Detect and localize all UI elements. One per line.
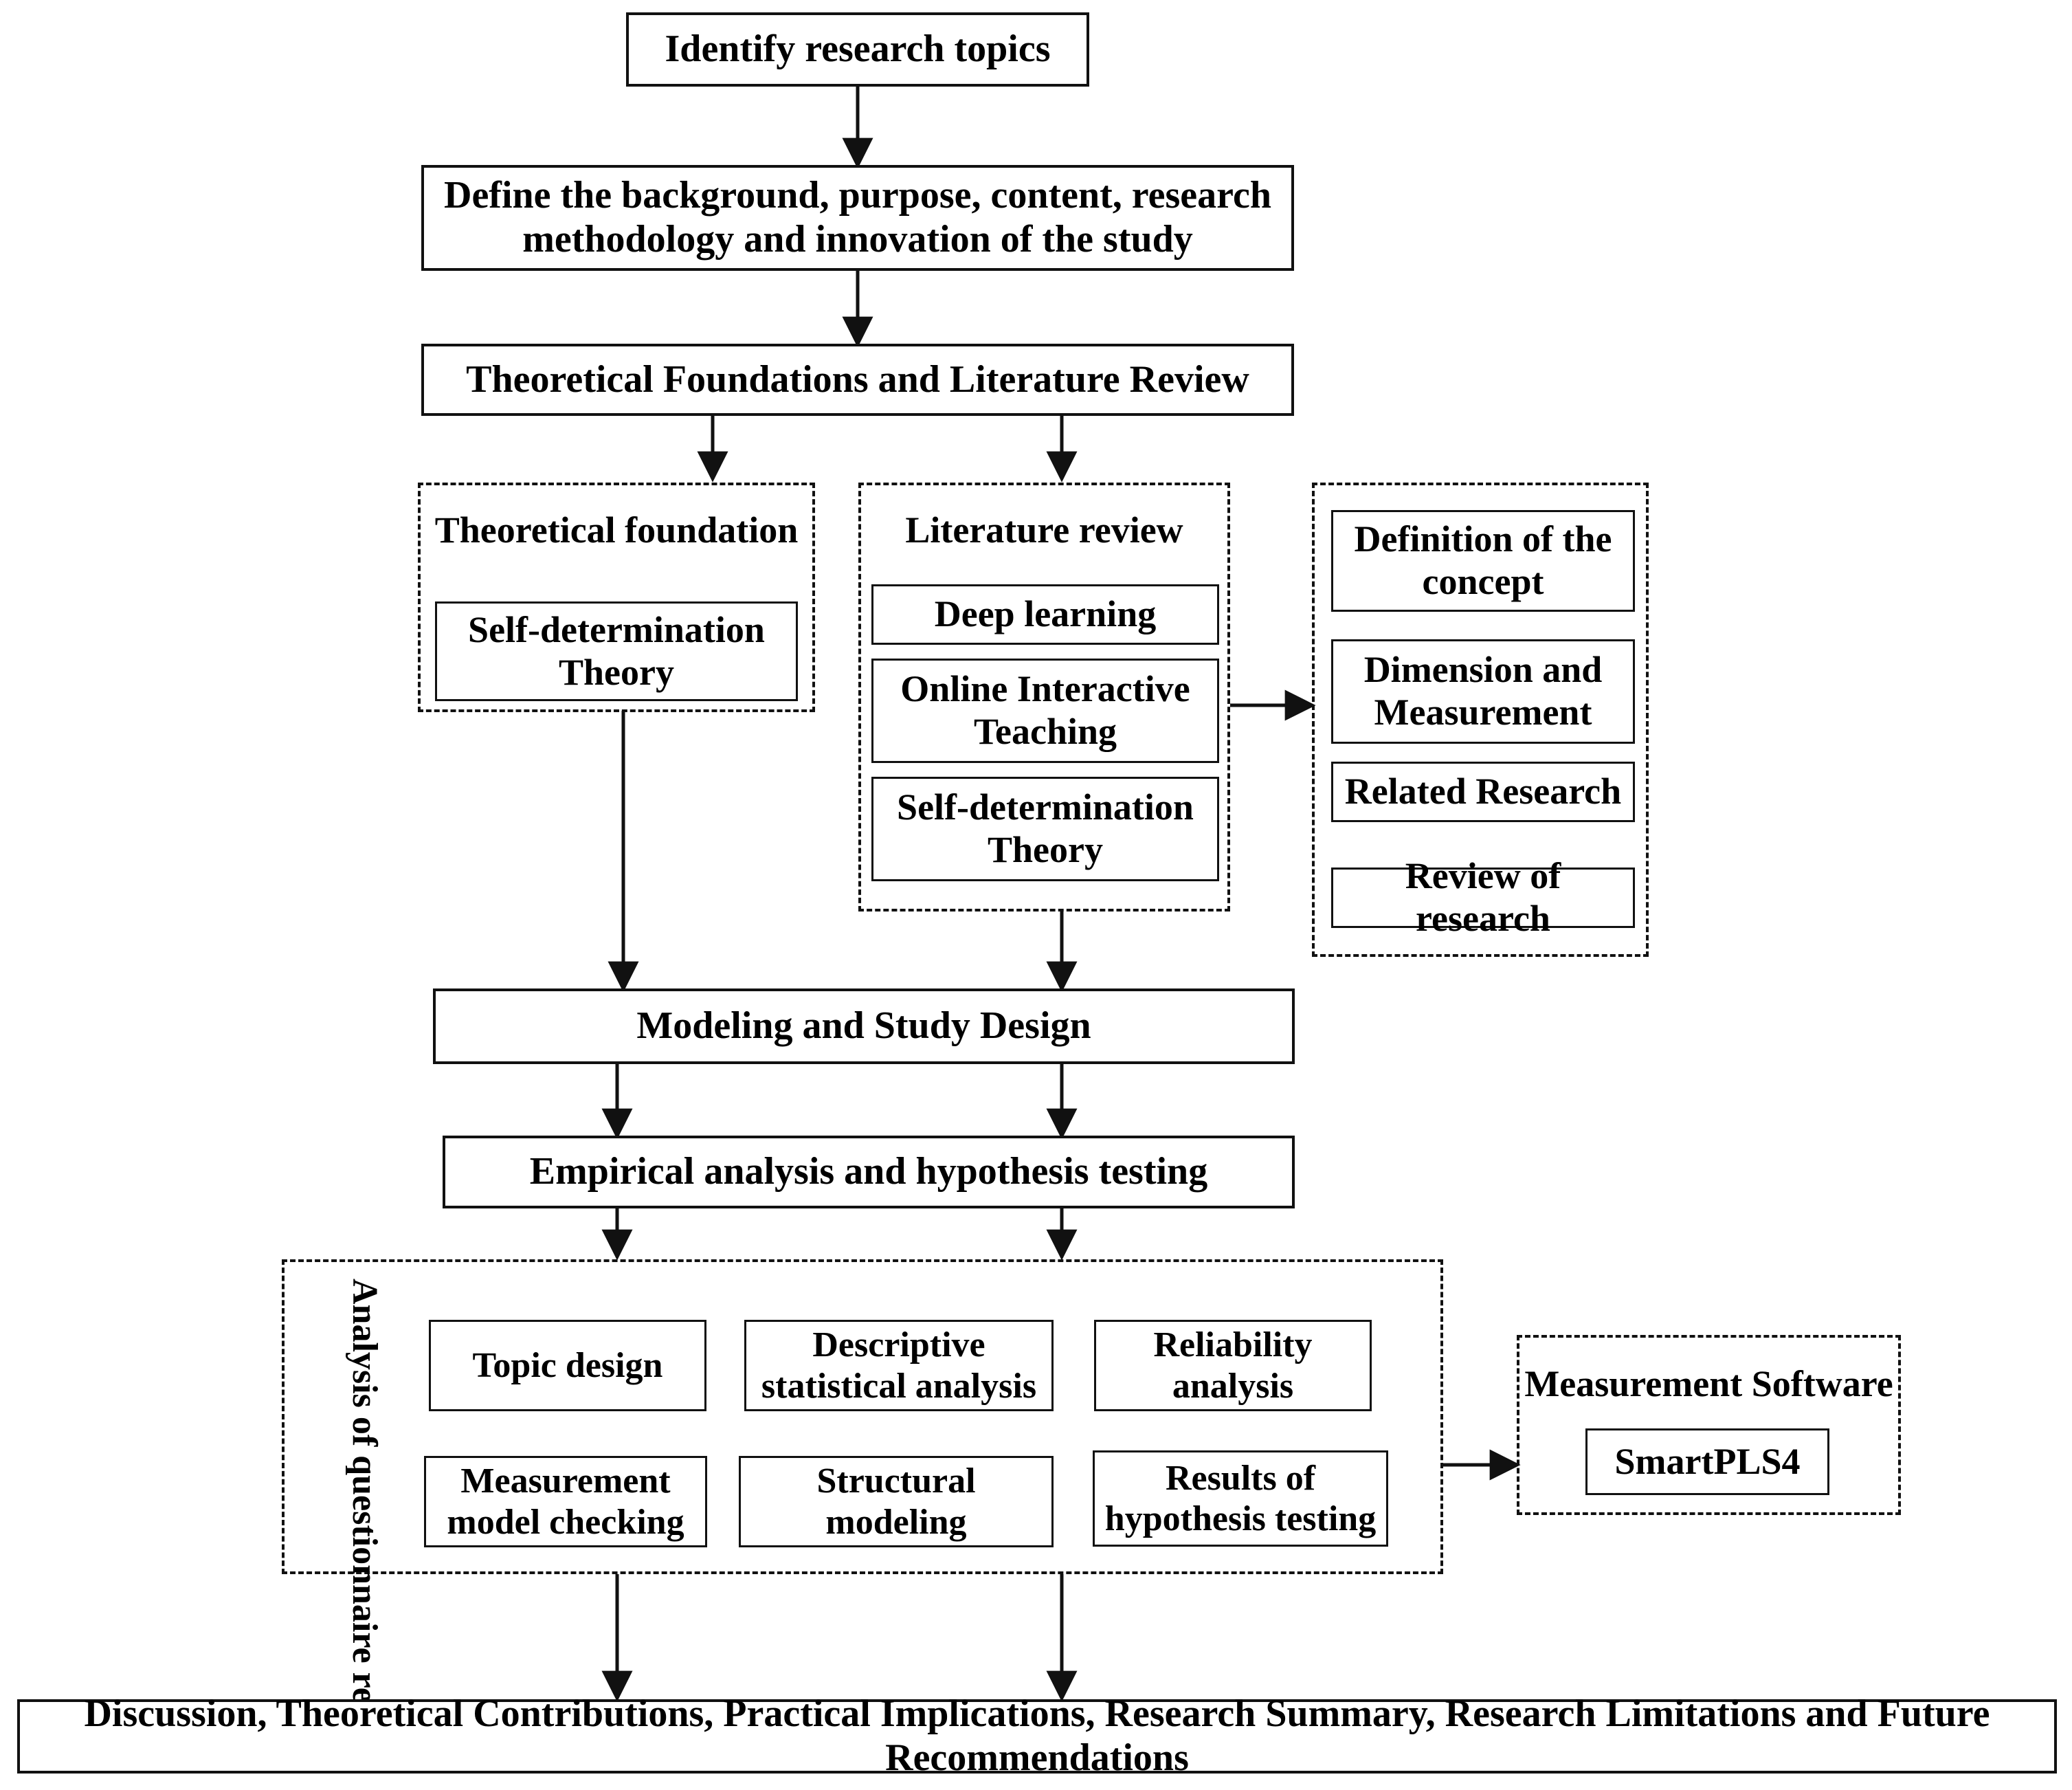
node-label: Online Interactive Teaching — [900, 668, 1190, 752]
node-define-background[interactable]: Define the background, purpose, content,… — [421, 165, 1294, 271]
node-label: Self-determination Theory — [468, 608, 765, 693]
node-modeling-and-study-design[interactable]: Modeling and Study Design — [433, 988, 1295, 1064]
node-deep-learning[interactable]: Deep learning — [871, 584, 1219, 645]
node-label: Deep learning — [934, 593, 1157, 635]
node-review-of-research[interactable]: Review of research — [1331, 855, 1635, 939]
node-label: Descriptive statistical analysis — [761, 1325, 1037, 1406]
node-related-research[interactable]: Related Research — [1331, 762, 1635, 822]
node-topic-design[interactable]: Topic design — [429, 1320, 706, 1411]
group-literature-review — [858, 483, 1230, 911]
node-definition-of-the-concept[interactable]: Definition of the concept — [1331, 510, 1635, 612]
group-questionnaire-analysis — [282, 1259, 1443, 1574]
node-measurement-model-checking[interactable]: Measurement model checking — [424, 1456, 707, 1547]
node-label: Identify research topics — [665, 27, 1051, 71]
node-label: Discussion, Theoretical Contributions, P… — [84, 1692, 1990, 1779]
group-title-label: Literature review — [905, 509, 1183, 551]
node-label: Topic design — [472, 1345, 663, 1385]
group-literature-review-title: Literature review — [858, 509, 1230, 551]
node-label: Define the background, purpose, content,… — [444, 174, 1271, 261]
node-label: Review of research — [1405, 855, 1561, 939]
group-title-label: Measurement Software — [1524, 1363, 1893, 1404]
node-label: Related Research — [1344, 771, 1622, 813]
node-conclusion-bar[interactable]: Discussion, Theoretical Contributions, P… — [17, 1692, 2057, 1779]
node-label: Theoretical Foundations and Literature R… — [466, 357, 1249, 401]
node-label: Definition of the concept — [1354, 518, 1612, 602]
node-label: Measurement model checking — [447, 1461, 684, 1542]
group-measurement-software — [1517, 1335, 1901, 1515]
node-results-of-hypothesis-testing[interactable]: Results of hypothesis testing — [1093, 1450, 1388, 1547]
node-descriptive-statistical-analysis[interactable]: Descriptive statistical analysis — [744, 1320, 1054, 1411]
node-dimension-and-measurement[interactable]: Dimension and Measurement — [1331, 639, 1635, 744]
node-label: Dimension and Measurement — [1363, 649, 1603, 733]
node-reliability-analysis[interactable]: Reliability analysis — [1094, 1320, 1372, 1411]
node-identify-research-topics[interactable]: Identify research topics — [626, 12, 1089, 87]
node-label: SmartPLS4 — [1614, 1440, 1801, 1482]
node-theoretical-foundations-literature-review[interactable]: Theoretical Foundations and Literature R… — [421, 344, 1294, 416]
node-structural-modeling[interactable]: Structural modeling — [739, 1456, 1054, 1547]
node-label: Structural modeling — [816, 1461, 976, 1542]
node-label: Modeling and Study Design — [636, 1004, 1091, 1048]
node-smartpls4[interactable]: SmartPLS4 — [1585, 1428, 1829, 1495]
node-self-determination-theory-foundation[interactable]: Self-determination Theory — [435, 601, 798, 701]
group-measurement-software-title: Measurement Software — [1517, 1362, 1901, 1405]
group-theoretical-foundation-title: Theoretical foundation — [418, 509, 815, 551]
node-label: Self-determination Theory — [897, 786, 1194, 870]
group-theoretical-foundation — [418, 483, 815, 712]
node-label: Reliability analysis — [1153, 1325, 1313, 1406]
node-online-interactive-teaching[interactable]: Online Interactive Teaching — [871, 659, 1219, 763]
group-title-label: Theoretical foundation — [434, 509, 799, 551]
node-label: Results of hypothesis testing — [1104, 1458, 1377, 1538]
node-empirical-analysis-hypothesis-testing[interactable]: Empirical analysis and hypothesis testin… — [443, 1136, 1295, 1208]
node-label: Empirical analysis and hypothesis testin… — [529, 1150, 1208, 1193]
node-self-determination-theory-literature[interactable]: Self-determination Theory — [871, 777, 1219, 881]
